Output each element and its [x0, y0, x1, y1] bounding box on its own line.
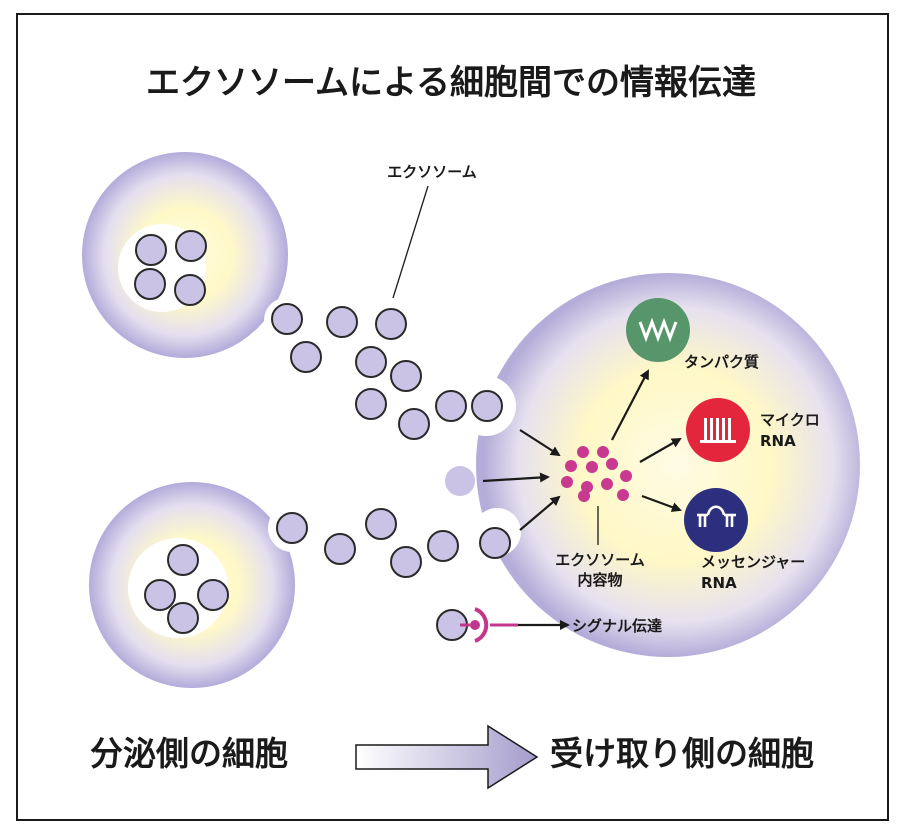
- vesicle: [144, 579, 176, 611]
- mrna-icon: [697, 505, 736, 527]
- secreting-cell-top: [82, 152, 308, 358]
- receptor-icon: [474, 607, 489, 643]
- vesicle: [290, 341, 322, 373]
- release-arrows: [611, 369, 682, 512]
- uptake-arrows: [482, 429, 561, 531]
- exosome-stream-bottom: [276, 508, 511, 578]
- exosome-leader-line: [392, 185, 429, 299]
- signal-label: シグナル伝達: [572, 617, 662, 635]
- vesicle: [135, 234, 167, 266]
- vesicle: [167, 602, 199, 634]
- microrna-label-line1: マイクロ: [760, 411, 820, 429]
- vesicle: [390, 360, 422, 392]
- ligand-dot: [470, 620, 480, 630]
- vesicle: [175, 230, 207, 262]
- secreting-cell-label: 分泌側の細胞: [90, 734, 288, 773]
- vesicle: [365, 508, 397, 540]
- exosome-contents: [561, 446, 632, 502]
- vesicle: [326, 306, 358, 338]
- vesicle: [479, 527, 511, 559]
- contents-label-line1: エクソソーム: [555, 551, 645, 569]
- vesicle: [427, 530, 459, 562]
- protein-molecule: [626, 298, 690, 362]
- exosome-stream-top: [271, 303, 503, 440]
- vesicle: [271, 303, 303, 335]
- vesicle: [398, 408, 430, 440]
- vesicle: [167, 544, 199, 576]
- microrna-icon: [700, 418, 736, 443]
- protein-icon: [638, 317, 678, 343]
- vesicle: [174, 274, 206, 306]
- microrna-molecule: [686, 398, 750, 462]
- signal-transduction: [436, 607, 570, 643]
- vesicle: [324, 533, 356, 565]
- vesicle: [390, 546, 422, 578]
- vesicle: [197, 579, 229, 611]
- vesicle: [355, 388, 387, 420]
- microrna-label-line2: RNA: [760, 432, 796, 450]
- vesicle-entering: [445, 466, 475, 496]
- direction-arrow: [355, 724, 539, 790]
- page-title: エクソソームによる細胞間での情報伝達: [146, 63, 756, 103]
- mrna-molecule: [684, 488, 748, 552]
- mrna-label-line1: メッセンジャー: [701, 553, 805, 571]
- mrna-label-line2: RNA: [701, 574, 737, 592]
- protein-label: タンパク質: [684, 353, 759, 371]
- vesicle: [375, 308, 407, 340]
- vesicle: [134, 268, 166, 300]
- vesicle: [355, 346, 387, 378]
- exosome-label: エクソソーム: [387, 163, 477, 181]
- vesicle: [276, 512, 308, 544]
- vesicle: [435, 390, 467, 422]
- receiving-cell-label: 受け取り側の細胞: [550, 734, 814, 773]
- contents-label-line2: 内容物: [577, 571, 622, 589]
- vesicle: [471, 390, 503, 422]
